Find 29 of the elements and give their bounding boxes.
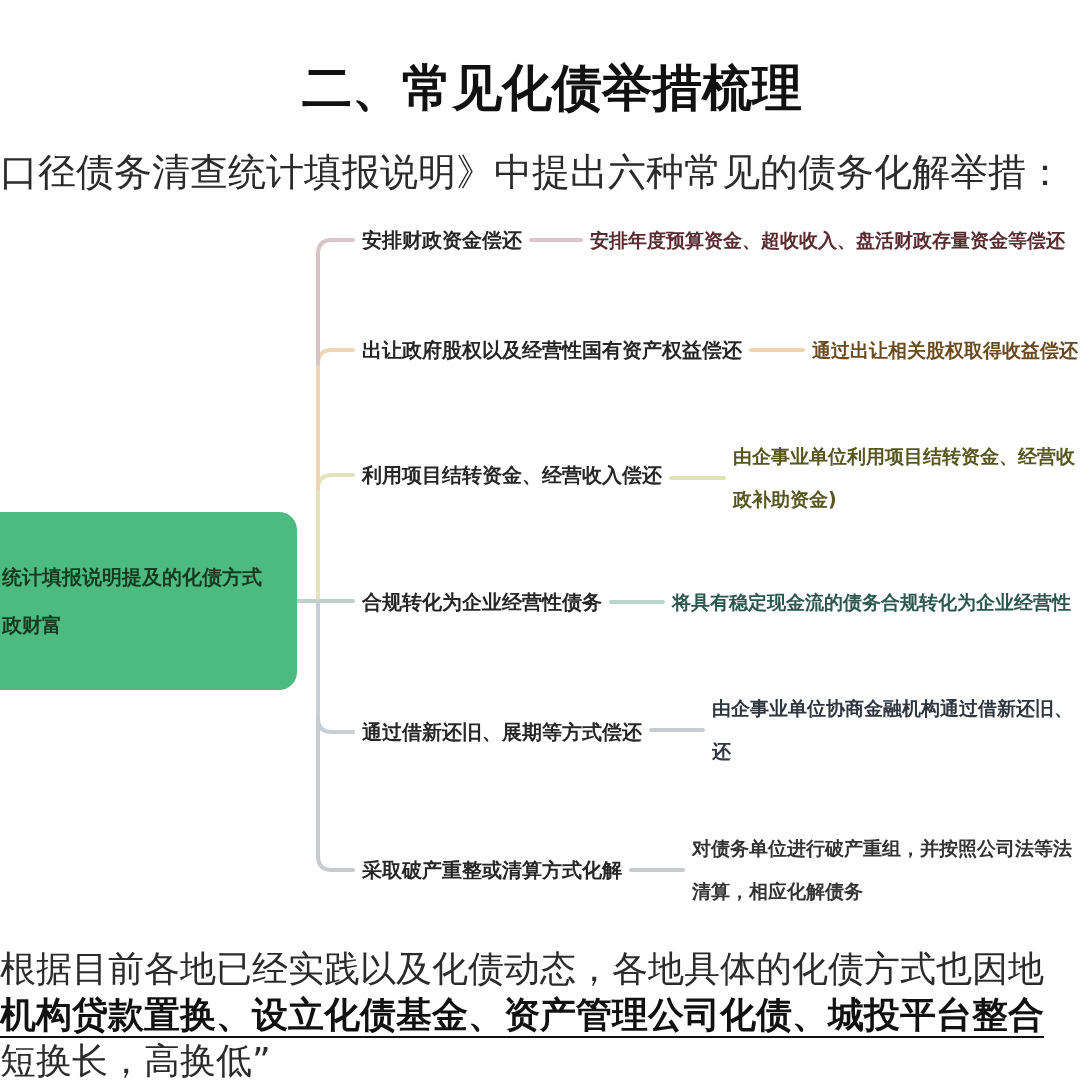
connector: [609, 600, 665, 604]
branch-label: 通过借新还旧、展期等方式偿还: [362, 719, 642, 745]
slide-title: 二、常见化债举措梳理: [302, 58, 802, 119]
detail-text: 由企事业单位协商金融机构通过借新还旧、还: [712, 687, 1077, 773]
connector: [316, 487, 320, 603]
connector: [316, 599, 320, 720]
detail-text: 通过出让相关股权取得收益偿还: [812, 337, 1078, 363]
connector: [669, 476, 726, 480]
connector: [316, 252, 320, 366]
connector: [316, 238, 355, 256]
connector: [749, 348, 805, 352]
branch-label: 采取破产重整或清算方式化解: [362, 857, 622, 883]
connector: [316, 362, 320, 491]
connector: [649, 728, 705, 732]
branch-label: 出让政府股权以及经营性国有资产权益偿还: [362, 337, 742, 363]
connector: [529, 238, 583, 242]
branch-label: 安排财政资金偿还: [362, 227, 522, 253]
connector: [629, 868, 685, 872]
detail-text: 对债务单位进行破产重组，并按照公司法等法清算，相应化解债务: [692, 827, 1076, 913]
topic-box: [0, 512, 297, 690]
branch-label: 合规转化为企业经营性债务: [362, 589, 602, 615]
detail-text: 将具有稳定现金流的债务合规转化为企业经营性: [672, 589, 1071, 615]
intro-text: 口径债务清查统计填报说明》中提出六种常见的债务化解举措：: [0, 150, 1064, 194]
connector: [316, 716, 320, 858]
detail-text: 安排年度预算资金、超收收入、盘活财政存量资金等偿还: [590, 227, 1065, 253]
branch-label: 利用项目结转资金、经营收入偿还: [362, 462, 662, 488]
connector: [316, 854, 355, 872]
topic-text: 统计填报说明提及的化债方式政财富: [2, 564, 263, 639]
detail-text: 由企事业单位利用项目结转资金、经营收政补助资金): [733, 435, 1079, 521]
